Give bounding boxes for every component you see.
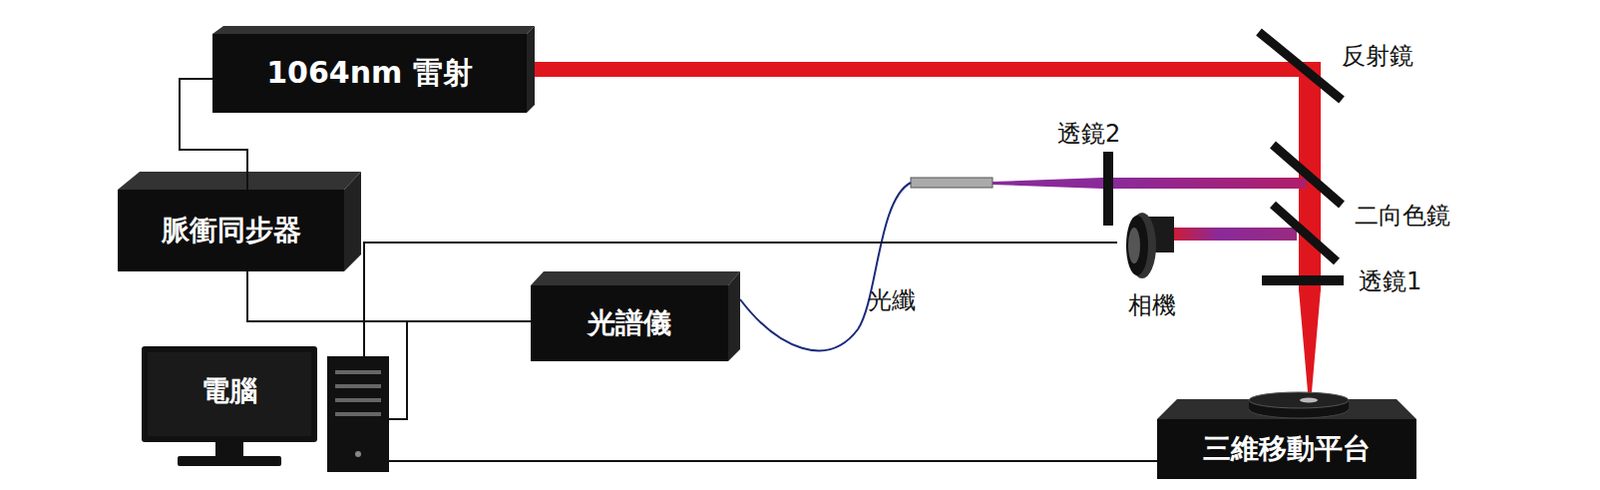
spectrometer-box: 光譜儀 [530,285,729,362]
box-bevel [728,271,741,362]
node-label: 脈衝同步器 [161,211,302,250]
stage-box: 三維移動平台 [1157,418,1417,479]
node-label: 三維移動平台 [1202,429,1371,468]
fiber-tip [910,177,993,188]
part-label: 透鏡2 [1057,117,1121,150]
camera: 相機 [1117,209,1188,322]
optical-fiber [740,182,911,351]
part-label: 反射鏡 [1341,39,1414,72]
box-bevel [530,271,741,286]
lens-1 [1261,275,1344,286]
signal-wire [389,459,1158,462]
computer-drawing [139,344,401,474]
box-bevel [212,25,535,34]
mirror [1258,31,1342,100]
dichroic-mirror [1272,204,1337,262]
computer: 電腦 [139,344,401,474]
node-label: 光譜儀 [587,304,672,343]
part-label: 光纖 [867,284,916,317]
lens-2 [1103,151,1114,226]
box-bevel [117,171,362,190]
box-bevel [526,25,535,113]
sample-disk [1248,392,1349,408]
laser-spot [1299,398,1318,403]
laser-box: 1064nm 雷射 [212,33,527,113]
node-label: 1064nm 雷射 [266,52,473,94]
focused-beam [1298,289,1321,403]
signal-wire [247,271,531,322]
signal-beam [1112,177,1307,189]
laser-beam [528,61,1317,77]
signal-wire [364,242,1118,357]
dichroic-mirror [1272,144,1342,205]
signal-wire [389,321,531,419]
part-label: 透鏡1 [1358,265,1422,298]
node-label: 電腦 [139,372,320,410]
node-label: 相機 [1117,289,1188,322]
part-label: 二向色鏡 [1354,199,1451,232]
camera-lens [1128,227,1141,264]
sync-box: 脈衝同步器 [117,189,345,272]
camera-lens [1126,215,1149,276]
signal-beam [992,177,1113,189]
signal-beam [1167,227,1297,241]
box-bevel [344,171,362,272]
